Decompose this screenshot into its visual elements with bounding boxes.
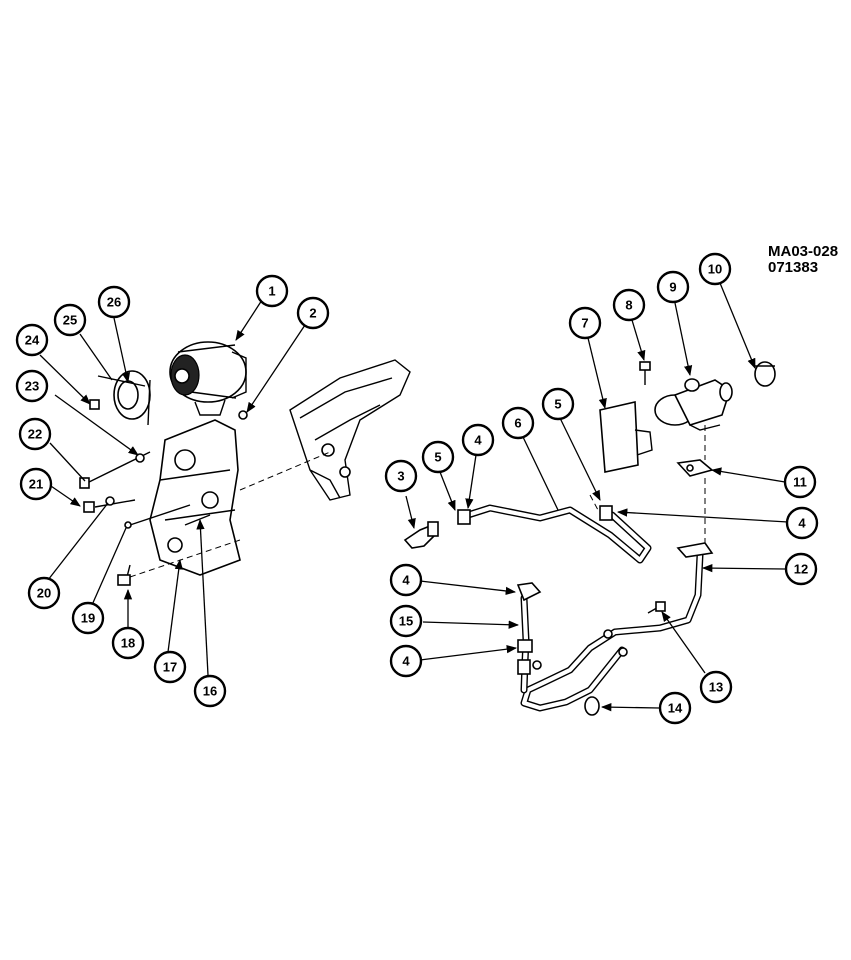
leader-lines — [39, 282, 789, 712]
drawing-date-code: 071383 — [768, 259, 819, 276]
svg-text:14: 14 — [668, 701, 683, 716]
callout-8: 8 — [612, 288, 646, 322]
callout-17: 17 — [153, 650, 187, 684]
callout-13: 13 — [699, 670, 733, 704]
callout-14: 14 — [658, 691, 692, 725]
callout-26: 26 — [97, 285, 131, 319]
alternator — [169, 341, 247, 416]
svg-text:11: 11 — [793, 475, 807, 490]
svg-text:16: 16 — [203, 684, 217, 699]
callout-16: 16 — [193, 674, 227, 708]
callout-19: 19 — [71, 601, 105, 635]
mounting-bracket — [149, 419, 241, 576]
svg-text:25: 25 — [63, 313, 77, 328]
callout-4-pipe-bottom: 4 — [389, 644, 423, 678]
svg-text:7: 7 — [581, 316, 588, 331]
callout-25: 25 — [53, 303, 87, 337]
callout-6: 6 — [501, 406, 535, 440]
svg-text:20: 20 — [37, 586, 51, 601]
svg-text:9: 9 — [669, 280, 676, 295]
svg-text:4: 4 — [798, 516, 806, 531]
callout-7: 7 — [568, 306, 602, 340]
svg-text:4: 4 — [402, 654, 410, 669]
nut-14 — [584, 696, 600, 716]
air-pump-valve-9 — [654, 378, 733, 431]
svg-text:21: 21 — [29, 477, 43, 492]
callout-23: 23 — [15, 369, 49, 403]
svg-text:19: 19 — [81, 611, 95, 626]
callout-11: 11 — [783, 465, 817, 499]
callout-3: 3 — [384, 459, 418, 493]
pipe-15 — [516, 582, 542, 694]
callout-24: 24 — [15, 323, 49, 357]
svg-text:5: 5 — [554, 397, 561, 412]
pulley — [97, 370, 151, 426]
svg-text:8: 8 — [625, 298, 632, 313]
bolt-8 — [639, 361, 651, 385]
callout-5-left: 5 — [421, 440, 455, 474]
svg-text:15: 15 — [399, 614, 413, 629]
svg-text:18: 18 — [121, 636, 135, 651]
callout-2: 2 — [296, 296, 330, 330]
svg-text:24: 24 — [25, 333, 40, 348]
svg-text:13: 13 — [709, 680, 723, 695]
svg-text:4: 4 — [474, 433, 482, 448]
callout-1: 1 — [255, 274, 289, 308]
pipe-12 — [520, 542, 714, 712]
drawing-code: MA03-028 — [768, 243, 839, 260]
callout-4-upper: 4 — [461, 423, 495, 457]
cap-10 — [754, 361, 776, 387]
callout-9: 9 — [656, 270, 690, 304]
callout-20: 20 — [27, 576, 61, 610]
callout-10: 10 — [698, 252, 732, 286]
callout-15: 15 — [389, 604, 423, 638]
bolt-13 — [647, 601, 666, 614]
svg-text:5: 5 — [434, 450, 441, 465]
callout-12: 12 — [784, 552, 818, 586]
svg-text:6: 6 — [514, 416, 521, 431]
svg-text:3: 3 — [397, 469, 404, 484]
svg-text:2: 2 — [309, 306, 316, 321]
check-valve-3 — [403, 521, 439, 549]
engine-block-outline — [289, 359, 411, 501]
svg-text:1: 1 — [268, 284, 275, 299]
svg-text:23: 23 — [25, 379, 39, 394]
alignment-guides-left — [129, 451, 331, 578]
svg-text:26: 26 — [107, 295, 121, 310]
callout-5-right: 5 — [541, 387, 575, 421]
callout-4-right: 4 — [785, 506, 819, 540]
svg-text:22: 22 — [28, 427, 42, 442]
alignment-guides-right — [589, 425, 706, 545]
callout-4-pipe-top: 4 — [389, 563, 423, 597]
callout-22: 22 — [18, 417, 52, 451]
callout-21: 21 — [19, 467, 53, 501]
svg-text:4: 4 — [402, 573, 410, 588]
svg-text:17: 17 — [163, 660, 177, 675]
svg-text:12: 12 — [794, 562, 808, 577]
gasket-11 — [676, 459, 714, 477]
callout-18: 18 — [111, 626, 145, 660]
bracket-7 — [599, 401, 653, 473]
tube-6 — [457, 504, 652, 564]
svg-text:10: 10 — [708, 262, 722, 277]
